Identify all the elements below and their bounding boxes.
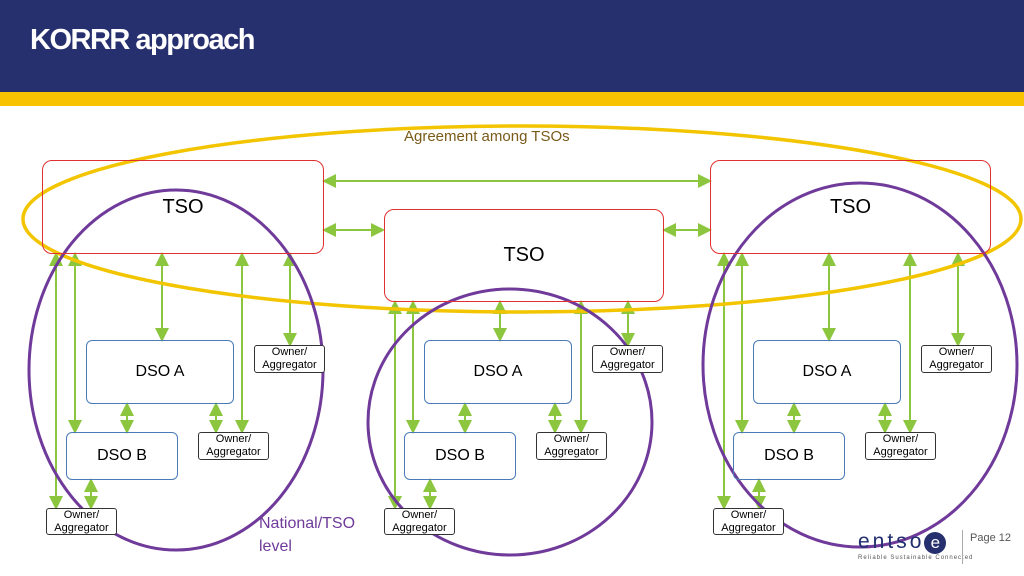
slide-title: KORRR approach bbox=[30, 24, 255, 56]
owner-aggregator-box: Owner/ Aggregator bbox=[254, 345, 325, 373]
agreement-label: Agreement among TSOs bbox=[404, 128, 570, 145]
tso-label: TSO bbox=[503, 244, 545, 266]
owner-aggregator-box: Owner/ Aggregator bbox=[198, 432, 269, 460]
dso-a-box: DSO A bbox=[424, 340, 572, 404]
national-level-ellipse-right bbox=[701, 181, 1019, 549]
logo-tagline: Reliable Sustainable Connected bbox=[858, 555, 974, 561]
owner-aggregator-box: Owner/ Aggregator bbox=[46, 508, 117, 535]
owner-aggregator-box: Owner/ Aggregator bbox=[921, 345, 992, 373]
owner-aggregator-box: Owner/ Aggregator bbox=[536, 432, 607, 460]
tso-box-middle: TSO bbox=[384, 209, 664, 302]
agreement-ellipse bbox=[21, 124, 1023, 314]
footer-divider bbox=[962, 530, 963, 564]
dso-a-box: DSO A bbox=[86, 340, 234, 404]
tso-label: TSO bbox=[162, 195, 204, 218]
dso-a-box: DSO A bbox=[753, 340, 901, 404]
national-level-ellipse-middle bbox=[366, 287, 654, 557]
page-number: Page 12 bbox=[970, 532, 1011, 544]
tso-box-left: TSO bbox=[42, 160, 324, 254]
logo-e-mark: e bbox=[924, 532, 947, 554]
dso-b-box: DSO B bbox=[404, 432, 516, 480]
tso-box-right: TSO bbox=[710, 160, 991, 254]
owner-aggregator-box: Owner/ Aggregator bbox=[713, 508, 784, 535]
national-tso-level-label: National/TSO level bbox=[259, 515, 356, 555]
dso-b-box: DSO B bbox=[733, 432, 845, 480]
owner-aggregator-box: Owner/ Aggregator bbox=[592, 345, 663, 373]
owner-aggregator-box: Owner/ Aggregator bbox=[384, 508, 455, 535]
header-stripe bbox=[0, 92, 1024, 106]
logo-wordmark: entso bbox=[858, 530, 925, 553]
tso-label: TSO bbox=[829, 195, 872, 218]
dso-b-box: DSO B bbox=[66, 432, 178, 480]
owner-aggregator-box: Owner/ Aggregator bbox=[865, 432, 936, 460]
header-bar bbox=[0, 0, 1024, 92]
